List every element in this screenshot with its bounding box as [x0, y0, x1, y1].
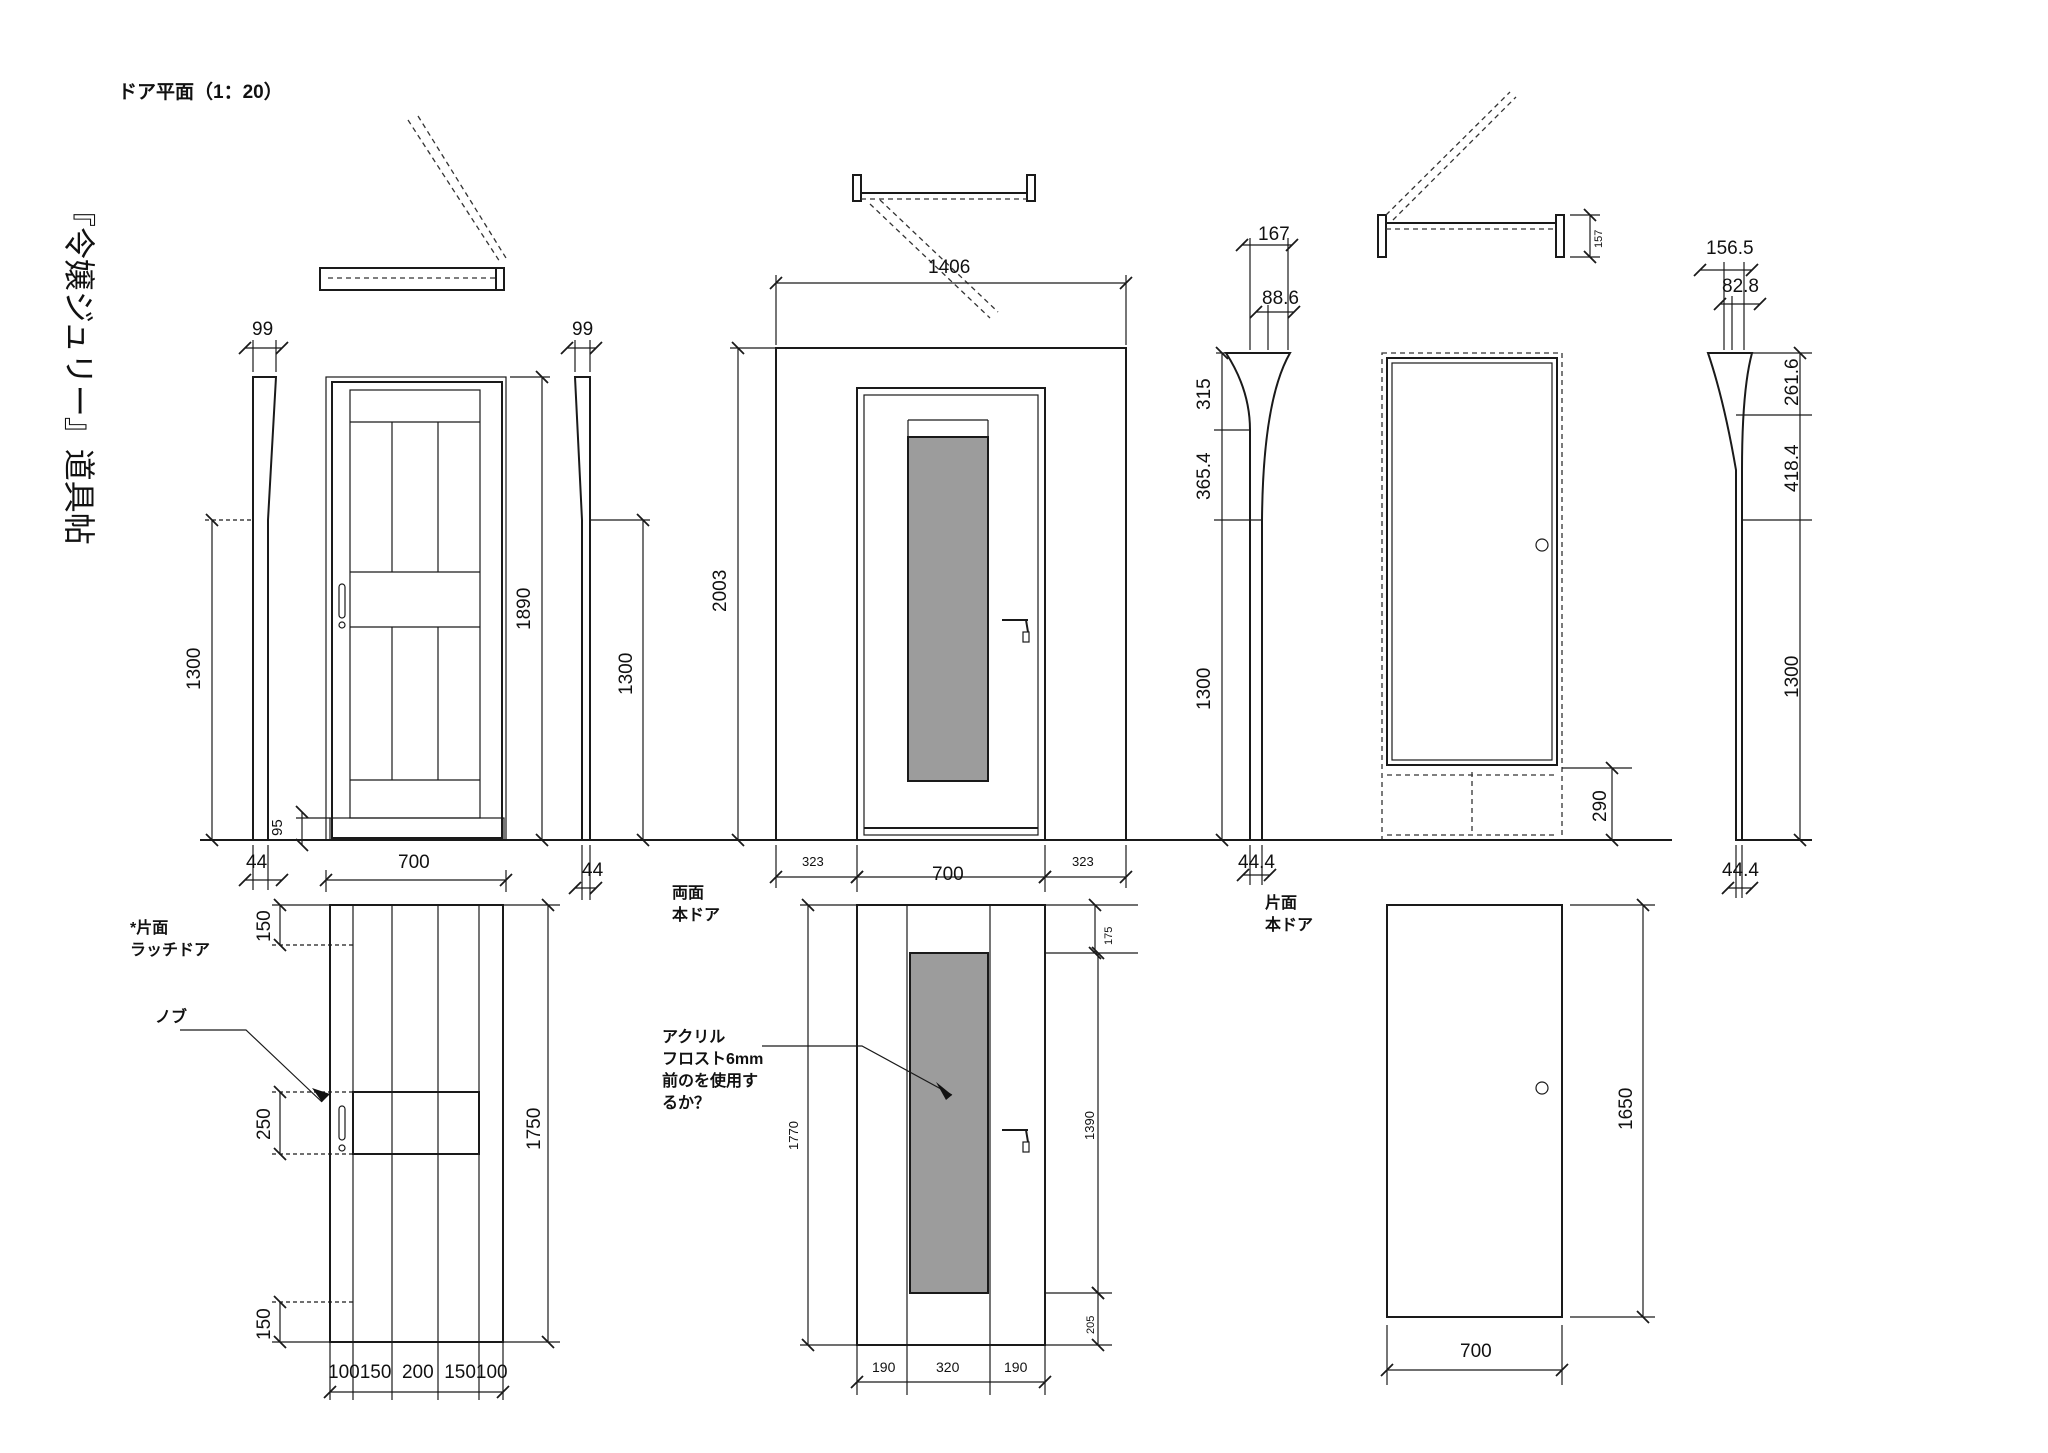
dim-2003: 2003: [710, 570, 731, 612]
dim-44-4-fourth: 44.4: [1722, 860, 1759, 881]
dim-1770: 1770: [786, 1121, 801, 1150]
note-acrylic-2: フロスト6mm: [662, 1051, 763, 1068]
dim-44-left: 44: [246, 852, 268, 873]
dim-700-fourth: 700: [1460, 1341, 1492, 1362]
dim-150-top: 150: [254, 910, 275, 942]
note-one-side-2: 本ドア: [1265, 915, 1313, 934]
dim-323-right: 323: [1072, 854, 1094, 869]
note-latch-door-2: ラッチドア: [130, 942, 210, 959]
door-1-dimensions: 99 99 1300 1890 1300 95 44 700 44: [184, 319, 650, 900]
dim-190-right: 190: [1004, 1359, 1028, 1375]
dim-1300-left: 1300: [184, 648, 205, 690]
dim-1300-third: 1300: [1194, 668, 1215, 710]
note-acrylic-1: アクリル: [662, 1028, 725, 1046]
dim-290: 290: [1590, 790, 1611, 822]
dim-1890: 1890: [514, 588, 535, 630]
door-2-elevation: [775, 347, 1127, 841]
note-acrylic-4: るか？: [662, 1094, 710, 1112]
note-both-sides-2: 本ドア: [672, 905, 720, 924]
dim-250: 250: [254, 1108, 275, 1140]
note-acrylic-3: 前のを使用す: [662, 1071, 758, 1090]
dim-320: 320: [936, 1359, 960, 1375]
dim-157: 157: [1593, 230, 1605, 248]
door-1-detail-dimensions: 150 250 150 1750 100150 200 150100: [254, 898, 560, 1400]
acrylic-leader: [762, 1045, 953, 1096]
door-2-frosted-glass: [907, 436, 989, 782]
door-2-lever-handle: [1002, 619, 1029, 633]
dim-261-6: 261.6: [1782, 358, 1803, 406]
dim-150-bot: 150: [254, 1308, 275, 1340]
door-4-detail-dimensions: 1650 700: [1380, 898, 1655, 1385]
dim-190-left: 190: [872, 1359, 896, 1375]
dim-1300-fourth: 1300: [1782, 656, 1803, 698]
door-3-section-dimensions: 167 88.6 315 365.4 1300 44.4: [1194, 224, 1301, 885]
sheet-heading: ドア平面（1：20）: [118, 80, 283, 103]
door-1-side-left: [252, 376, 278, 841]
dim-88-6: 88.6: [1262, 288, 1299, 309]
door-2-detail-frosted-glass: [909, 952, 989, 1294]
knob-leader: [180, 1029, 323, 1103]
dim-167: 167: [1258, 224, 1290, 245]
note-knob: ノブ: [155, 1007, 187, 1026]
dim-bottom-row: 100150 200 150100: [328, 1362, 508, 1383]
dim-82-8: 82.8: [1722, 276, 1759, 297]
door-2-dimensions: 1406 2003 323 700 323: [710, 257, 1133, 892]
dim-418-4: 418.4: [1782, 444, 1803, 492]
dim-95: 95: [269, 819, 286, 836]
door-4-detail: [1386, 904, 1563, 1318]
note-both-sides-1: 両面: [672, 884, 704, 902]
door-2-detail-dimensions: 175 1390 1770 205 190 320 190: [786, 898, 1138, 1395]
note-latch-door-1: *片面: [130, 918, 168, 937]
dim-315: 315: [1194, 378, 1215, 410]
dim-1406: 1406: [928, 257, 970, 278]
dim-700-first: 700: [398, 852, 430, 873]
dim-175: 175: [1103, 927, 1115, 945]
door-3-side-section: [1224, 352, 1292, 841]
dim-156-5: 156.5: [1706, 238, 1754, 259]
door-4-knob: [1535, 538, 1549, 552]
door-1-detail: [329, 904, 504, 1343]
sheet-title: 『令嬢ジュリー』道具帖: [60, 195, 98, 545]
dim-99-right: 99: [572, 319, 593, 340]
dim-323-left: 323: [802, 854, 824, 869]
door-1-side-right: [573, 376, 591, 841]
dim-365-4: 365.4: [1194, 452, 1215, 500]
door-2-detail: [856, 904, 1046, 1346]
dim-99-left: 99: [252, 319, 273, 340]
dim-205: 205: [1085, 1316, 1097, 1334]
dim-1750: 1750: [524, 1108, 545, 1150]
door-4-elevation: 290: [1381, 352, 1632, 847]
door-1-plan: [319, 115, 507, 291]
dim-1390: 1390: [1082, 1111, 1097, 1140]
door-1-handle: [338, 583, 346, 619]
dim-44-4-third: 44.4: [1238, 852, 1275, 873]
note-one-side-1: 片面: [1265, 893, 1297, 912]
dim-44-right: 44: [582, 860, 604, 881]
door-5-side-section: 156.5 82.8 261.6 418.4 1300 44.4: [1693, 238, 1812, 898]
door-4-plan: 157: [1377, 91, 1605, 264]
door-1-elevation: [325, 376, 507, 841]
dim-700-second: 700: [932, 864, 964, 885]
door-2-plan: [852, 174, 1036, 319]
dim-1650: 1650: [1616, 1088, 1637, 1130]
dim-1300-mid: 1300: [616, 653, 637, 695]
